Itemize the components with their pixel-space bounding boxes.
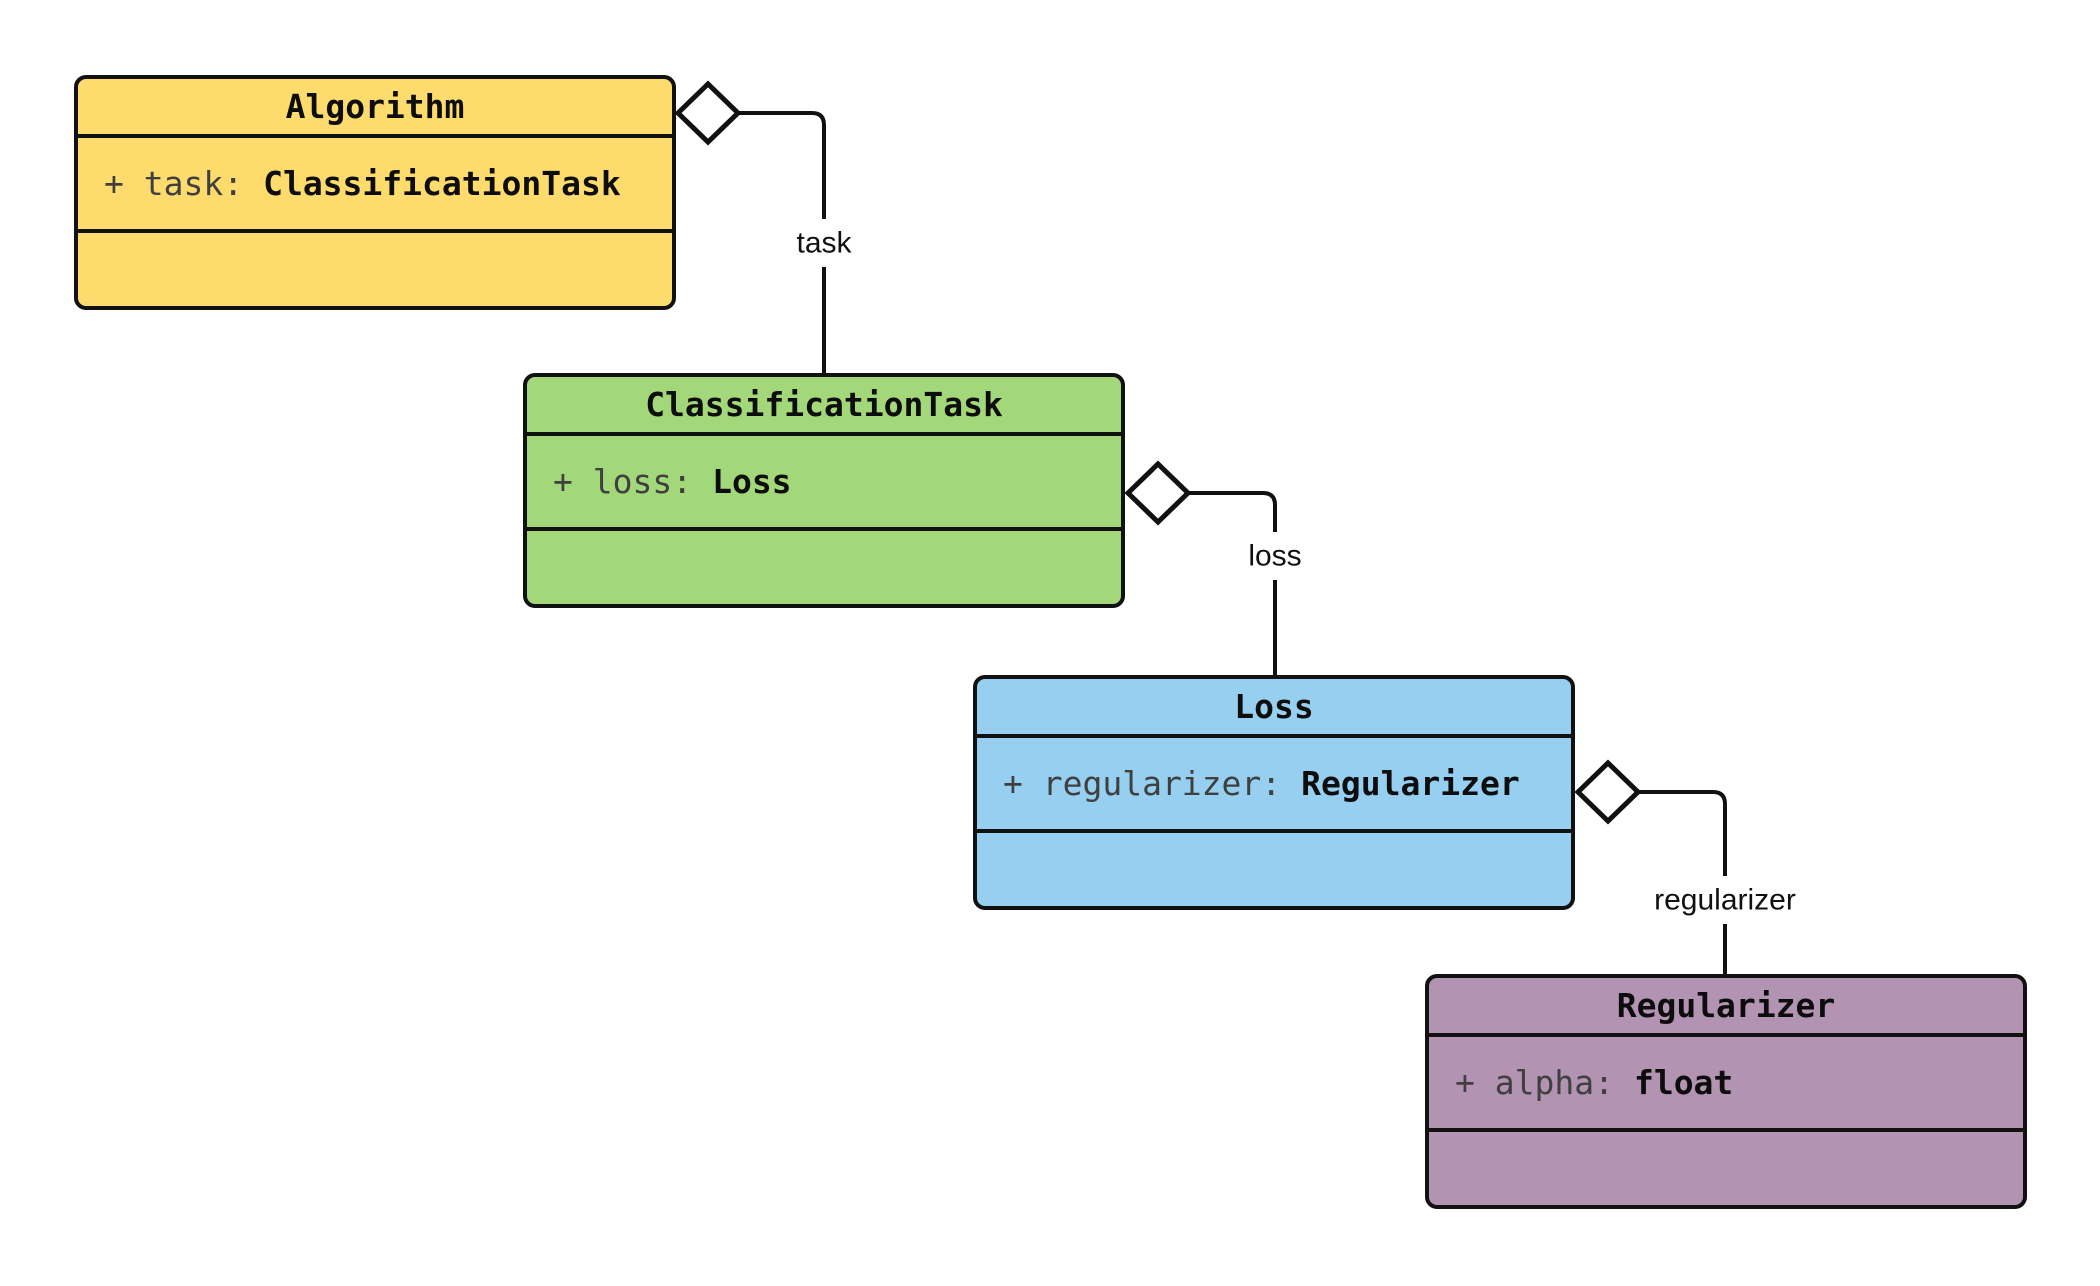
class-methods-section: [977, 833, 1571, 906]
attribute-name: + regularizer:: [1003, 764, 1282, 803]
class-title: ClassificationTask: [527, 377, 1121, 436]
attribute-name: + task:: [104, 164, 244, 203]
class-methods-section: [78, 233, 672, 306]
class-title: Algorithm: [78, 79, 672, 138]
attribute-name: + loss:: [553, 462, 693, 501]
aggregation-diamond-task: [674, 80, 742, 146]
edge-label-regularizer: regularizer: [1649, 881, 1801, 919]
class-title: Loss: [977, 679, 1571, 738]
class-box-algorithm: Algorithm + task: ClassificationTask: [74, 75, 676, 310]
edge-label-task: task: [791, 224, 857, 262]
class-box-regularizer: Regularizer + alpha: float: [1425, 974, 2027, 1209]
edge-loss-line-upper: [1187, 491, 1277, 532]
class-box-classificationtask: ClassificationTask + loss: Loss: [523, 373, 1125, 608]
edge-label-loss: loss: [1243, 537, 1307, 575]
edge-task-line-upper: [738, 111, 826, 219]
attribute-type: float: [1633, 1063, 1734, 1102]
class-methods-section: [1429, 1132, 2023, 1205]
attribute-type: Regularizer: [1301, 764, 1520, 803]
attribute-type: Loss: [712, 462, 792, 501]
attribute-type: ClassificationTask: [263, 164, 621, 203]
class-attribute-row: + loss: Loss: [527, 436, 1121, 531]
class-attribute-row: + task: ClassificationTask: [78, 138, 672, 233]
class-box-loss: Loss + regularizer: Regularizer: [973, 675, 1575, 910]
aggregation-diamond-regularizer: [1574, 759, 1642, 825]
edge-regularizer-line-upper: [1637, 790, 1727, 876]
class-title: Regularizer: [1429, 978, 2023, 1037]
class-attribute-row: + regularizer: Regularizer: [977, 738, 1571, 833]
aggregation-diamond-loss: [1124, 460, 1192, 526]
class-methods-section: [527, 531, 1121, 604]
attribute-name: + alpha:: [1455, 1063, 1614, 1102]
class-attribute-row: + alpha: float: [1429, 1037, 2023, 1132]
